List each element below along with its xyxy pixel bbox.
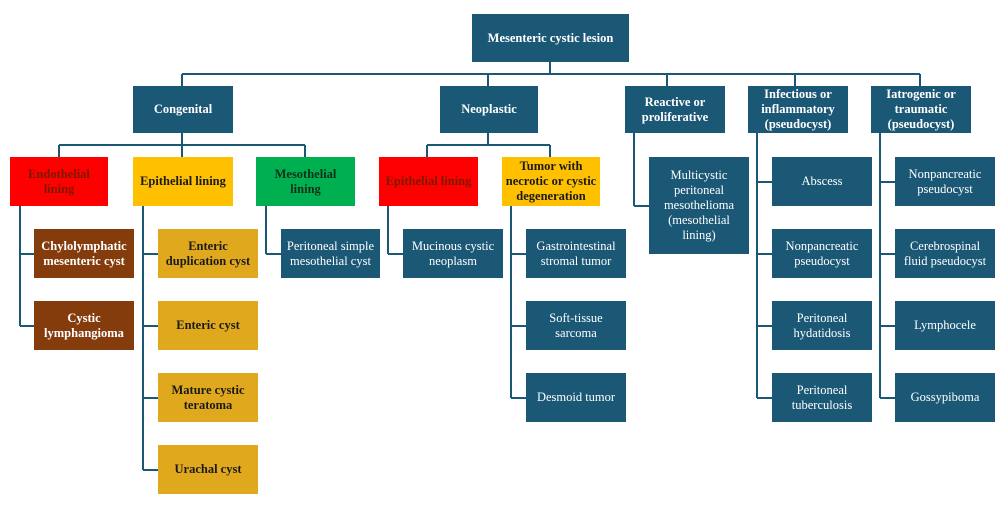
leaf-peritoneal-hydatidosis: Peritoneal hydatidosis (772, 301, 872, 350)
leaf-peritoneal-tuberculosis: Peritoneal tuberculosis (772, 373, 872, 422)
leaf-nonpancreatic-pseudocyst-iatrogenic: Nonpancreatic pseudocyst (895, 157, 995, 206)
leaf-mucinous-cystic-neoplasm: Mucinous cystic neoplasm (403, 229, 503, 278)
category-neoplastic: Neoplastic (440, 86, 538, 133)
leaf-enteric-cyst: Enteric cyst (158, 301, 258, 350)
leaf-abscess: Abscess (772, 157, 872, 206)
leaf-cystic-lymphangioma: Cystic lymphangioma (34, 301, 134, 350)
subcategory-tumor-degeneration: Tumor with necrotic or cystic degenerati… (502, 157, 600, 206)
category-infectious: Infectious or inflammatory (pseudocyst) (748, 86, 848, 133)
category-congenital: Congenital (133, 86, 233, 133)
leaf-urachal-cyst: Urachal cyst (158, 445, 258, 494)
subcategory-mesothelial-lining: Mesothelial lining (256, 157, 355, 206)
leaf-gastrointestinal-stromal-tumor: Gastrointestinal stromal tumor (526, 229, 626, 278)
leaf-lymphocele: Lymphocele (895, 301, 995, 350)
subcategory-neoplastic-epithelial-lining: Epithelial lining (379, 157, 478, 206)
leaf-nonpancreatic-pseudocyst-infectious: Nonpancreatic pseudocyst (772, 229, 872, 278)
leaf-peritoneal-simple-mesothelial-cyst: Peritoneal simple mesothelial cyst (281, 229, 380, 278)
leaf-desmoid-tumor: Desmoid tumor (526, 373, 626, 422)
leaf-soft-tissue-sarcoma: Soft-tissue sarcoma (526, 301, 626, 350)
leaf-gossypiboma: Gossypiboma (895, 373, 995, 422)
leaf-enteric-duplication-cyst: Enteric duplication cyst (158, 229, 258, 278)
subcategory-endothelial-lining: Endothelial lining (10, 157, 108, 206)
root-node: Mesenteric cystic lesion (472, 14, 629, 62)
category-iatrogenic: Iatrogenic or traumatic (pseudocyst) (871, 86, 971, 133)
leaf-chylolymphatic-mesenteric-cyst: Chylolymphatic mesenteric cyst (34, 229, 134, 278)
leaf-mature-cystic-teratoma: Mature cystic teratoma (158, 373, 258, 422)
subcategory-epithelial-lining: Epithelial lining (133, 157, 233, 206)
leaf-cerebrospinal-fluid-pseudocyst: Cerebrospinal fluid pseudocyst (895, 229, 995, 278)
category-reactive: Reactive or proliferative (625, 86, 725, 133)
leaf-multicystic-peritoneal-mesothelioma: Multicystic peritoneal mesothelioma (mes… (649, 157, 749, 254)
